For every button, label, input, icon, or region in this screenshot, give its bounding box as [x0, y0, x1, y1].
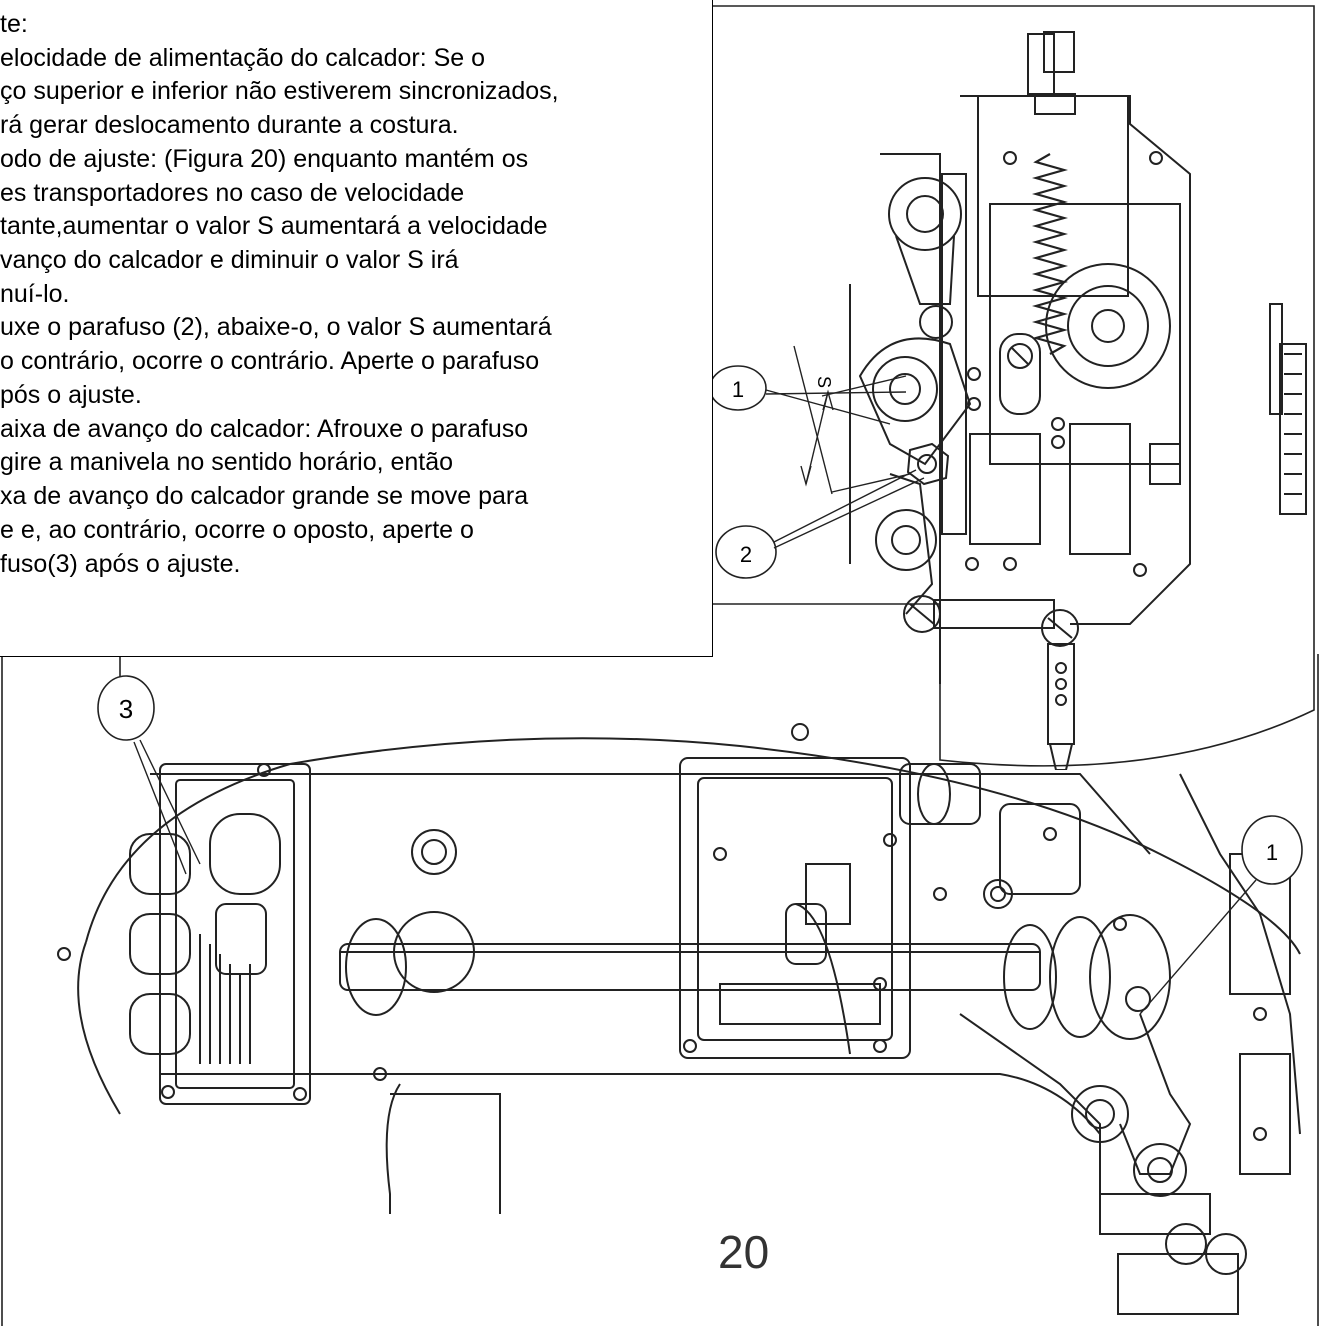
text-line: pós o ajuste. [0, 381, 142, 409]
svg-text:2: 2 [740, 542, 752, 567]
text-line: o contrário, ocorre o contrário. Aperte … [0, 347, 540, 375]
text-line: aixa de avanço do calcador: Afrouxe o pa… [0, 415, 529, 443]
svg-text:1: 1 [1266, 840, 1278, 865]
figure-number: 20 [718, 1226, 769, 1278]
text-line: ço superior e inferior não estiverem sin… [0, 77, 559, 105]
text-line: te: [0, 10, 28, 38]
text-line: rá gerar deslocamento durante a costura. [0, 111, 459, 139]
callout-1-top: 1 [710, 365, 907, 425]
dimension-s-label: S [814, 376, 834, 388]
text-line: uxe o parafuso (2), abaixe-o, o valor S … [0, 313, 552, 341]
presser-foot-mechanism-drawing: S 1 2 [710, 5, 1315, 770]
callout-3-bottom: 3 [97, 675, 201, 875]
text-line: gire a manivela no sentido horário, entã… [0, 448, 454, 476]
text-line: tante,aumentar o valor S aumentará a vel… [0, 212, 548, 240]
text-line: fuso(3) após o ajuste. [0, 550, 241, 578]
text-line: xa de avanço do calcador grande se move … [0, 482, 529, 510]
feed-shaft-mechanism-drawing: 3 1 20 [1, 654, 1319, 1326]
text-line: odo de ajuste: (Figura 20) enquanto mant… [0, 145, 529, 173]
callout-2-top: 2 [715, 469, 925, 579]
text-line: es transportadores no caso de velocidade [0, 179, 465, 207]
svg-text:1: 1 [732, 377, 744, 402]
svg-text:3: 3 [119, 694, 133, 724]
text-line: vanço do calcador e diminuir o valor S i… [0, 246, 459, 274]
callout-1-bottom: 1 [1139, 815, 1303, 1015]
text-line: e e, ao contrário, ocorre o oposto, aper… [0, 516, 474, 544]
text-line: nuí-lo. [0, 280, 70, 308]
text-line: elocidade de alimentação do calcador: Se… [0, 44, 486, 72]
instruction-text-box: te: elocidade de alimentação do calcador… [0, 0, 713, 657]
